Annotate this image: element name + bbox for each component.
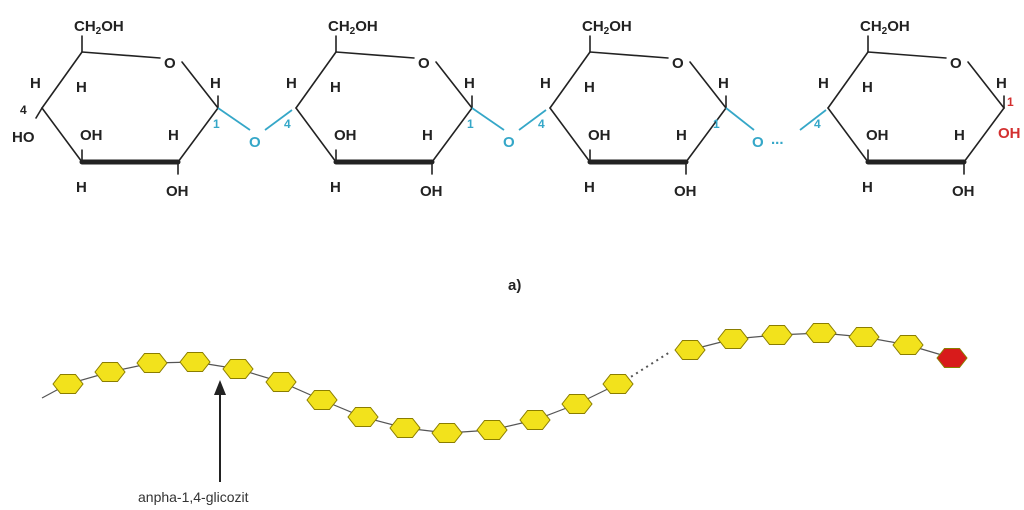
ring3-h-c4: H <box>540 75 551 92</box>
ring1-ch2oh: CH2OH <box>74 18 124 37</box>
linkage-label: anpha-1,4-glicozit <box>138 489 249 505</box>
reducing-end-unit-hexagon <box>936 348 968 368</box>
ring2-h-c1: H <box>464 75 475 92</box>
glucose-ring-1: CH2OH O H H 4 HO OH H H OH H 1 <box>12 18 221 200</box>
glucose-unit-hexagon <box>179 352 211 372</box>
glucose-unit-hexagon <box>519 410 551 430</box>
ring1-oh-c2: OH <box>166 183 189 200</box>
ring1-oh-c3: OH <box>80 127 103 144</box>
ring4-h-c4: H <box>818 75 829 92</box>
glucose-unit-hexagon <box>848 327 880 347</box>
link1-oxygen: O <box>249 134 261 151</box>
figure-caption: a) <box>508 277 521 294</box>
ring4-h-c2: H <box>954 127 965 144</box>
glucose-ring-2: CH2OH O H H OH H H OH H 1 <box>286 18 475 200</box>
ring3-h-c3: H <box>584 179 595 196</box>
ring2-h-c5: H <box>330 79 341 96</box>
ring1-c1-number: 1 <box>213 117 220 131</box>
ring1-h-c5: H <box>76 79 87 96</box>
ring1-h-c3: H <box>76 179 87 196</box>
chain-backbone <box>41 332 953 434</box>
glucose-unit-chain <box>52 323 968 443</box>
glucose-unit-hexagon <box>347 407 379 427</box>
ring4-ring-o: O <box>950 55 962 72</box>
glucose-unit-hexagon <box>761 325 793 345</box>
glucose-unit-hexagon <box>389 418 421 438</box>
ring2-c1-number: 1 <box>467 117 474 131</box>
glucose-unit-hexagon <box>561 394 593 414</box>
glucose-unit-hexagon <box>717 329 749 349</box>
glucose-unit-hexagon <box>476 420 508 440</box>
ring4-oh-c3: OH <box>866 127 889 144</box>
ring4-h-c1: H <box>996 75 1007 92</box>
glucose-unit-hexagon <box>94 362 126 382</box>
ring3-oh-c3: OH <box>588 127 611 144</box>
ring2-h-c4: H <box>286 75 297 92</box>
glucose-unit-hexagon <box>431 423 463 443</box>
reducing-end-oh: OH <box>998 125 1021 142</box>
ring3-h-c5: H <box>584 79 595 96</box>
glucose-ring-4: CH2OH O H H OH H H OH H <box>818 18 1007 200</box>
ring1-c4-number: 4 <box>20 103 27 117</box>
ring2-h-c3: H <box>330 179 341 196</box>
linkage-annotation: anpha-1,4-glicozit <box>138 380 249 505</box>
glucose-unit-hexagon <box>306 390 338 410</box>
ring3-ring-o: O <box>672 55 684 72</box>
ring1-h-c2: H <box>168 127 179 144</box>
ring3-h-c1: H <box>718 75 729 92</box>
glucose-ring-3: CH2OH O H H OH H H OH H 1 <box>540 18 729 200</box>
link3-oxygen: O <box>752 134 764 151</box>
ring1-h-c1: H <box>210 75 221 92</box>
glucose-unit-hexagon <box>805 323 837 343</box>
glucose-unit-hexagon <box>52 374 84 394</box>
glucose-unit-hexagon <box>265 372 297 392</box>
ring2-ring-o: O <box>418 55 430 72</box>
link2-oxygen: O <box>503 134 515 151</box>
glucose-unit-hexagon <box>136 353 168 373</box>
glycosidic-link-2: O 4 <box>471 107 547 151</box>
ring3-oh-c2: OH <box>674 183 697 200</box>
ring3-h-c2: H <box>676 127 687 144</box>
chain-gap-dots <box>625 351 671 381</box>
link3-ellipsis: ... <box>771 131 784 148</box>
ring4-oh-c2: OH <box>952 183 975 200</box>
glycosidic-link-3: O ... 4 <box>725 107 827 151</box>
ring4-ch2oh: CH2OH <box>860 18 910 37</box>
ring4-c4-number: 4 <box>814 117 821 131</box>
ring4-h-c3: H <box>862 179 873 196</box>
glycosidic-link-1: O 4 <box>217 107 293 151</box>
ring3-c4-number: 4 <box>538 117 545 131</box>
ring1-h-c4: H <box>30 75 41 92</box>
ring2-oh-c2: OH <box>420 183 443 200</box>
ring2-h-c2: H <box>422 127 433 144</box>
ring4-h-c5: H <box>862 79 873 96</box>
ring1-ho: HO <box>12 129 35 146</box>
ring2-c4-number: 4 <box>284 117 291 131</box>
ring4-c1-number: 1 <box>1007 95 1014 109</box>
arrow-head-icon <box>214 380 226 395</box>
ring2-ch2oh: CH2OH <box>328 18 378 37</box>
glucose-unit-hexagon <box>892 335 924 355</box>
ring2-oh-c3: OH <box>334 127 357 144</box>
ring1-ring-o: O <box>164 55 176 72</box>
glucose-unit-hexagon <box>602 374 634 394</box>
ring3-c1-number: 1 <box>713 117 720 131</box>
ring3-ch2oh: CH2OH <box>582 18 632 37</box>
glucose-unit-hexagon <box>674 340 706 360</box>
glucose-unit-hexagon <box>222 359 254 379</box>
